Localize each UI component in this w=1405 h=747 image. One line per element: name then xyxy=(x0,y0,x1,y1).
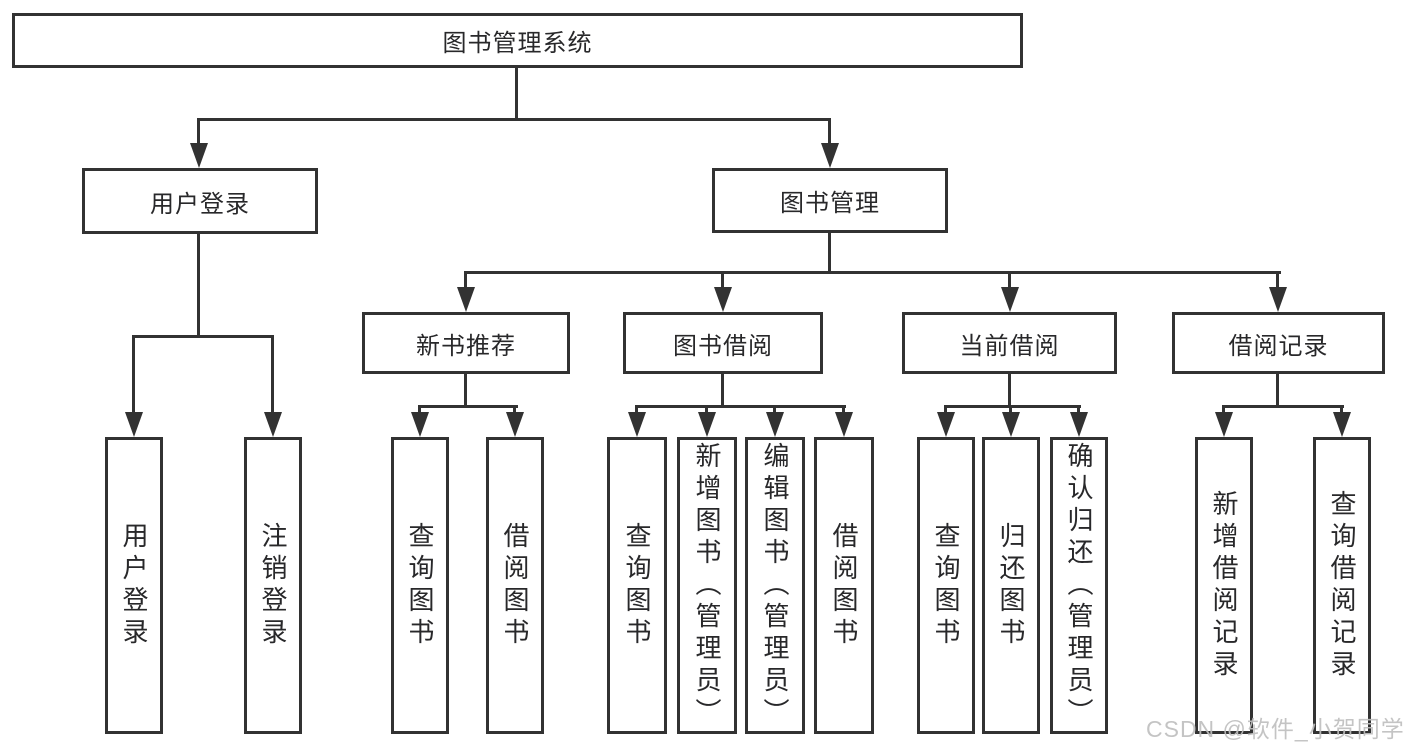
node-leaf-logout: 注销登录 xyxy=(244,437,302,734)
connector-line xyxy=(721,374,724,407)
connector-arrow-icon xyxy=(766,412,784,437)
connector-line xyxy=(197,118,200,146)
connector-line xyxy=(464,271,1281,274)
connector-line xyxy=(1222,405,1344,408)
connector-arrow-icon xyxy=(506,412,524,437)
node-label: 图书借阅 xyxy=(673,332,773,360)
node-leaf-query-books-recommend: 查询图书 xyxy=(391,437,449,734)
connector-line xyxy=(197,118,831,121)
connector-line xyxy=(705,405,708,416)
node-label: 图书管理系统 xyxy=(442,30,593,57)
connector-arrow-icon xyxy=(190,143,208,168)
connector-line xyxy=(513,405,516,416)
connector-line xyxy=(1276,271,1279,291)
node-leaf-add-books-admin: 新增图书（管理员） xyxy=(677,437,737,734)
connector-arrow-icon xyxy=(125,412,143,437)
node-label: 查询图书 xyxy=(931,521,961,650)
node-leaf-query-books-borrow: 查询图书 xyxy=(607,437,667,734)
connector-line xyxy=(1276,374,1279,407)
connector-arrow-icon xyxy=(698,412,716,437)
connector-arrow-icon xyxy=(457,287,475,312)
connector-arrow-icon xyxy=(714,287,732,312)
connector-line xyxy=(842,405,845,416)
node-label: 借阅图书 xyxy=(829,521,859,650)
connector-line xyxy=(721,271,724,291)
node-leaf-borrow-books: 借阅图书 xyxy=(814,437,874,734)
connector-line xyxy=(132,335,135,416)
node-label: 归还图书 xyxy=(996,521,1026,650)
connector-arrow-icon xyxy=(1333,412,1351,437)
connector-arrow-icon xyxy=(821,143,839,168)
node-label: 图书管理 xyxy=(780,190,880,217)
node-leaf-add-borrow-record: 新增借阅记录 xyxy=(1195,437,1253,734)
node-label: 借阅图书 xyxy=(500,521,530,650)
node-label: 新书推荐 xyxy=(416,332,516,360)
node-label: 用户登录 xyxy=(150,190,250,218)
connector-line xyxy=(635,405,638,416)
node-label: 注销登录 xyxy=(258,521,288,650)
node-leaf-query-books-current: 查询图书 xyxy=(917,437,975,734)
node-label: 新增借阅记录 xyxy=(1209,489,1239,682)
connector-line xyxy=(828,233,831,274)
node-label: 编辑图书（管理员） xyxy=(760,441,790,730)
node-leaf-confirm-return-admin: 确认归还（管理员） xyxy=(1050,437,1108,734)
connector-line xyxy=(773,405,776,416)
connector-line xyxy=(1077,405,1080,416)
connector-line xyxy=(635,405,846,408)
connector-arrow-icon xyxy=(1269,287,1287,312)
node-leaf-borrow-books-recommend: 借阅图书 xyxy=(486,437,544,734)
node-label: 查询图书 xyxy=(405,521,435,650)
connector-line xyxy=(1008,271,1011,291)
connector-arrow-icon xyxy=(835,412,853,437)
connector-line xyxy=(1340,405,1343,416)
connector-arrow-icon xyxy=(1002,412,1020,437)
connector-line xyxy=(271,335,274,416)
node-leaf-query-borrow-record: 查询借阅记录 xyxy=(1313,437,1371,734)
connector-arrow-icon xyxy=(1070,412,1088,437)
node-book-borrowing: 图书借阅 xyxy=(623,312,823,374)
connector-arrow-icon xyxy=(1001,287,1019,312)
node-label: 当前借阅 xyxy=(959,332,1060,360)
node-leaf-user-login: 用户登录 xyxy=(105,437,163,734)
connector-arrow-icon xyxy=(411,412,429,437)
connector-line xyxy=(1008,374,1011,407)
connector-line xyxy=(464,271,467,291)
connector-line xyxy=(418,405,421,416)
node-label: 用户登录 xyxy=(119,521,149,650)
node-leaf-return-books: 归还图书 xyxy=(982,437,1040,734)
connector-line xyxy=(418,405,518,408)
node-root: 图书管理系统 xyxy=(12,13,1023,68)
node-user-login: 用户登录 xyxy=(82,168,318,234)
node-current-borrowing: 当前借阅 xyxy=(902,312,1117,374)
connector-arrow-icon xyxy=(628,412,646,437)
node-label: 查询借阅记录 xyxy=(1327,489,1357,682)
node-borrowing-records: 借阅记录 xyxy=(1172,312,1385,374)
connector-arrow-icon xyxy=(937,412,955,437)
connector-line xyxy=(197,234,200,338)
node-new-book-recommend: 新书推荐 xyxy=(362,312,570,374)
node-label: 确认归还（管理员） xyxy=(1064,441,1094,730)
node-label: 借阅记录 xyxy=(1228,332,1329,360)
connector-line xyxy=(944,405,1081,408)
connector-line xyxy=(1009,405,1012,416)
connector-line xyxy=(828,118,831,146)
connector-arrow-icon xyxy=(1215,412,1233,437)
node-book-management: 图书管理 xyxy=(712,168,948,233)
connector-line xyxy=(132,335,274,338)
connector-line xyxy=(1222,405,1225,416)
connector-line xyxy=(515,68,518,121)
connector-arrow-icon xyxy=(264,412,282,437)
connector-line xyxy=(944,405,947,416)
node-label: 查询图书 xyxy=(622,521,652,650)
connector-line xyxy=(464,374,467,407)
node-label: 新增图书（管理员） xyxy=(692,441,722,730)
watermark: CSDN @软件_小贺同学 xyxy=(1146,716,1405,742)
node-leaf-edit-books-admin: 编辑图书（管理员） xyxy=(745,437,805,734)
